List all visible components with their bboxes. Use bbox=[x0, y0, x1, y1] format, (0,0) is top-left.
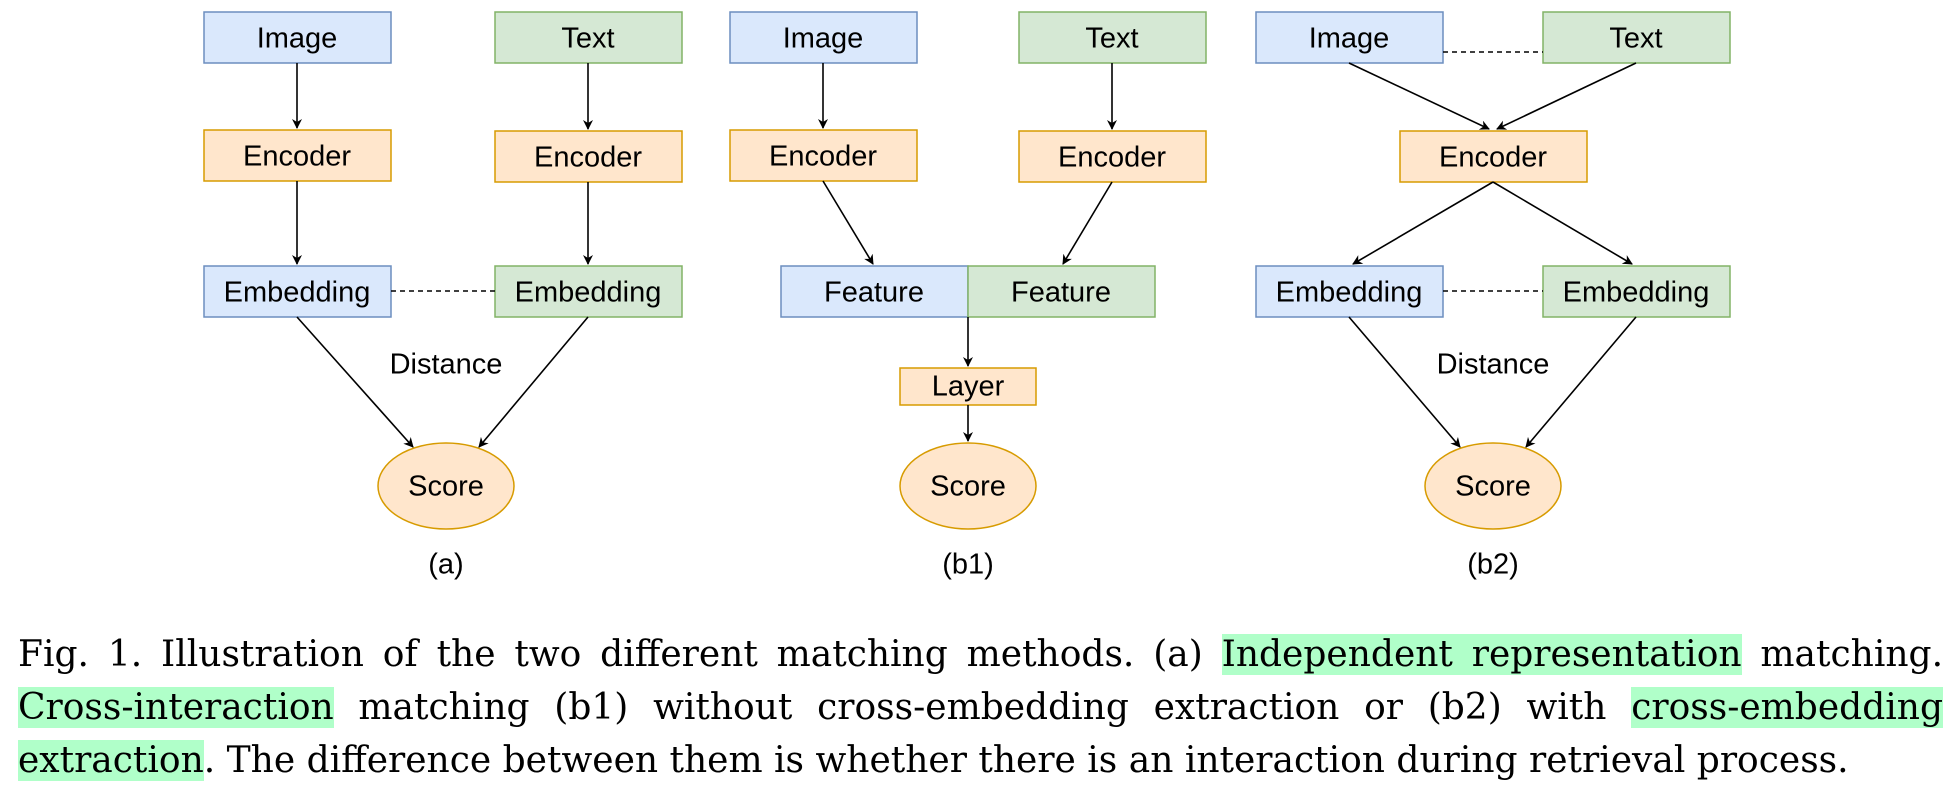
b2-edge-embedding-image-score bbox=[1348, 316, 1461, 448]
b2-edge-embedding-text-score bbox=[1525, 316, 1637, 448]
b1-encoder-image-label: Encoder bbox=[769, 141, 877, 173]
b2-embedding-text-node: Embedding bbox=[1542, 265, 1731, 318]
b1-text-node: Text bbox=[1018, 11, 1207, 64]
a-encoder-image-node: Encoder bbox=[203, 129, 392, 182]
a-distance-label: Distance bbox=[390, 349, 503, 381]
a-panel-label: (a) bbox=[428, 549, 463, 581]
a-score-label: Score bbox=[408, 471, 484, 503]
b2-embedding-text-label: Embedding bbox=[1563, 277, 1710, 309]
a-embedding-text-label: Embedding bbox=[515, 277, 662, 309]
b1-panel-label: (b1) bbox=[942, 549, 994, 581]
b2-panel-label: (b2) bbox=[1467, 549, 1519, 581]
panel-b2: Image Text Encoder Embedding Embedding S… bbox=[1255, 11, 1731, 581]
panel-a: Image Text Encoder Encoder Embedding Emb… bbox=[203, 11, 683, 581]
a-image-label: Image bbox=[257, 23, 338, 55]
b2-image-label: Image bbox=[1309, 23, 1390, 55]
b1-feature-text-label: Feature bbox=[1011, 277, 1111, 309]
a-encoder-text-label: Encoder bbox=[534, 142, 642, 174]
b1-edge-encoder-feature-image bbox=[822, 180, 874, 265]
b2-image-node: Image bbox=[1255, 11, 1444, 64]
b1-encoder-text-node: Encoder bbox=[1018, 130, 1207, 183]
b2-edge-encoder-embedding-text bbox=[1492, 181, 1633, 265]
b1-layer-label: Layer bbox=[932, 371, 1005, 403]
caption-tail: . The difference between them is whether… bbox=[203, 740, 1849, 781]
b1-feature-image-node: Feature bbox=[780, 265, 969, 318]
a-text-node: Text bbox=[494, 11, 683, 64]
a-encoder-image-label: Encoder bbox=[243, 141, 351, 173]
b1-encoder-text-label: Encoder bbox=[1058, 142, 1166, 174]
a-encoder-text-node: Encoder bbox=[494, 130, 683, 183]
a-embedding-text-node: Embedding bbox=[494, 265, 683, 318]
b1-score-label: Score bbox=[930, 471, 1006, 503]
b2-score-label: Score bbox=[1455, 471, 1531, 503]
b2-text-label: Text bbox=[1609, 23, 1662, 55]
caption-lead: Fig. 1. Illustration of the two differen… bbox=[18, 634, 1222, 675]
b1-score-node: Score bbox=[899, 442, 1037, 530]
matching-methods-diagram: Image Text Encoder Encoder Embedding Emb… bbox=[203, 11, 1731, 581]
b2-text-node: Text bbox=[1542, 11, 1731, 64]
a-image-node: Image bbox=[203, 11, 392, 64]
b2-distance-label: Distance bbox=[1437, 349, 1550, 381]
b2-edge-image-encoder bbox=[1348, 62, 1490, 130]
a-edge-embedding-text-score bbox=[478, 316, 589, 448]
b1-feature-text-node: Feature bbox=[967, 265, 1156, 318]
b2-embedding-image-label: Embedding bbox=[1276, 277, 1423, 309]
b1-image-node: Image bbox=[729, 11, 918, 64]
b1-feature-image-label: Feature bbox=[824, 277, 924, 309]
b1-image-label: Image bbox=[783, 23, 864, 55]
caption-highlight-independent: Independent representation bbox=[1221, 634, 1742, 675]
b2-encoder-label: Encoder bbox=[1439, 142, 1547, 174]
b1-encoder-image-node: Encoder bbox=[729, 129, 918, 182]
a-embedding-image-node: Embedding bbox=[203, 265, 392, 318]
b2-edge-text-encoder bbox=[1496, 62, 1637, 130]
a-score-node: Score bbox=[377, 442, 515, 530]
b2-embedding-image-node: Embedding bbox=[1255, 265, 1444, 318]
figure-caption: Fig. 1. Illustration of the two differen… bbox=[18, 628, 1943, 787]
a-text-label: Text bbox=[561, 23, 614, 55]
caption-mid2: matching (b1) without cross-embedding ex… bbox=[333, 687, 1632, 728]
b1-layer-node: Layer bbox=[899, 367, 1037, 406]
b2-encoder-node: Encoder bbox=[1399, 130, 1588, 183]
b1-text-label: Text bbox=[1085, 23, 1138, 55]
caption-highlight-cross-interaction: Cross-interaction bbox=[18, 687, 334, 728]
caption-mid1: matching. bbox=[1741, 634, 1944, 675]
b1-edge-encoder-feature-text bbox=[1062, 181, 1113, 265]
a-edge-embedding-image-score bbox=[296, 316, 414, 448]
panel-b1: Image Text Encoder Encoder Feature Featu… bbox=[729, 11, 1207, 581]
b2-score-node: Score bbox=[1424, 442, 1562, 530]
b2-edge-encoder-embedding-image bbox=[1352, 181, 1494, 265]
a-embedding-image-label: Embedding bbox=[224, 277, 371, 309]
